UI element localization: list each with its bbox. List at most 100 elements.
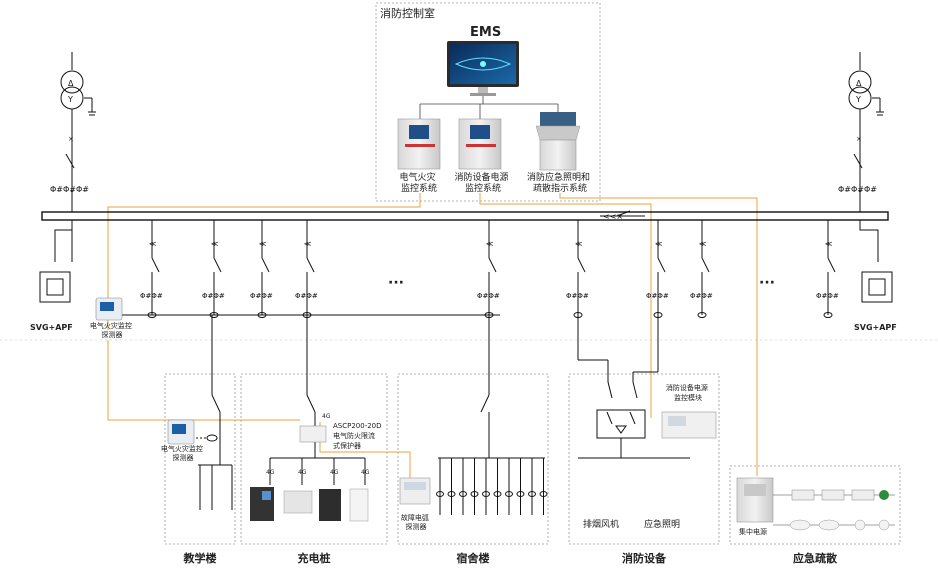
svg-text:消防设备电源 监控模块: 消防设备电源 监控模块 bbox=[666, 383, 710, 402]
emergency-light-1 bbox=[789, 519, 811, 531]
svg-text:消防设备电源 监控系统: 消防设备电源 监控系统 bbox=[455, 171, 512, 194]
right-svg-apf-label: SVG+APF bbox=[854, 323, 897, 332]
ellipsis-2: ··· bbox=[759, 275, 775, 291]
dorm-outlet-ct bbox=[528, 491, 536, 497]
fire-light-label: 应急照明 bbox=[644, 518, 680, 530]
dorm-outlet-ct bbox=[516, 491, 525, 497]
feeder-withdrawable-symbol: ≪ bbox=[486, 240, 493, 248]
feeder-withdrawable-symbol: ≪ bbox=[211, 240, 218, 248]
feeder-withdrawable-symbol: ≪ bbox=[304, 240, 311, 248]
feeder-ct-symbol: Φ#Φ# bbox=[295, 292, 318, 300]
emergency-light-2 bbox=[818, 519, 840, 531]
dorm-outlet-ct bbox=[459, 491, 467, 497]
ascp-line1: ASCP200-20D bbox=[333, 422, 382, 430]
zone-label-fire: 消防设备 bbox=[622, 551, 667, 565]
zone-label-dorm: 宿舍楼 bbox=[457, 551, 490, 565]
left-transformer bbox=[60, 52, 96, 212]
feeder-switch bbox=[701, 257, 710, 273]
feeder-switch bbox=[657, 257, 666, 273]
tie-breaker-symbol: <<× bbox=[603, 212, 623, 221]
control-room-box bbox=[375, 2, 601, 202]
right-ct-symbols: Φ#Φ#Φ# bbox=[838, 185, 877, 194]
svg-text:消防应急照明和 疏散指示系统: 消防应急照明和 疏散指示系统 bbox=[527, 171, 593, 194]
feeder-withdrawable-symbol: ≪ bbox=[575, 240, 582, 248]
ascp-line2: 电气防火限流 bbox=[333, 431, 375, 440]
detector-top-line2: 探测器 bbox=[102, 330, 123, 339]
dorm-outlet-ct bbox=[493, 491, 502, 497]
system-2-line1: 消防设备电源 bbox=[455, 171, 509, 183]
feeder-ct-symbol: Φ#Φ# bbox=[646, 292, 669, 300]
system-3-line1: 消防应急照明和 bbox=[527, 171, 590, 183]
feeder-withdrawable-symbol: ≪ bbox=[699, 240, 706, 248]
svg-text:故障电弧 探测器: 故障电弧 探测器 bbox=[401, 513, 431, 531]
detector-device-top bbox=[95, 297, 123, 321]
feeder-ct-ring bbox=[697, 312, 707, 318]
fire-power-module-device bbox=[661, 411, 717, 439]
exit-sign-2 bbox=[821, 489, 845, 501]
main-bus bbox=[41, 211, 889, 221]
feeder-ct-symbol: Φ#Φ# bbox=[690, 292, 713, 300]
dorm-outlet-ct bbox=[539, 491, 548, 497]
feeder-switch bbox=[577, 257, 586, 273]
feeder-switch bbox=[213, 257, 222, 273]
right-svg-apf bbox=[859, 220, 893, 303]
signal-lines bbox=[107, 193, 758, 478]
feeder-withdrawable-symbol: ≪ bbox=[655, 240, 662, 248]
fire-module-line1: 消防设备电源 bbox=[666, 383, 708, 392]
feeder-switch bbox=[261, 257, 270, 273]
exit-sign-4 bbox=[879, 490, 889, 500]
arc-detector-line2: 探测器 bbox=[406, 522, 427, 531]
feeder-ct-symbol: Φ#Φ# bbox=[140, 292, 163, 300]
svg-text:电气火灾监控 探测器: 电气火灾监控 探测器 bbox=[90, 321, 134, 339]
charger-1 bbox=[250, 487, 274, 521]
feeder-ct-symbol: Φ#Φ# bbox=[250, 292, 273, 300]
system-2-line2: 监控系统 bbox=[465, 182, 501, 194]
dorm-outlet-ct bbox=[505, 491, 513, 497]
dorm-outlet-ct bbox=[482, 491, 490, 497]
charging-4g-1: 4G bbox=[266, 469, 275, 476]
charger-2 bbox=[283, 490, 313, 514]
charging-4g-main: 4G bbox=[322, 413, 331, 420]
charging-4g-3: 4G bbox=[330, 469, 339, 476]
zone-label-teaching: 教学楼 bbox=[183, 551, 217, 565]
charger-3 bbox=[319, 489, 341, 521]
exit-sign-3 bbox=[851, 489, 875, 501]
dorm-outlet-ct bbox=[470, 491, 479, 497]
system-1-line1: 电气火灾 bbox=[400, 171, 436, 183]
charging-4g-4: 4G bbox=[361, 469, 370, 476]
fire-fan-label: 排烟风机 bbox=[583, 518, 619, 530]
feeder-withdrawable-symbol: ≪ bbox=[149, 240, 156, 248]
dorm-outlet-ct bbox=[447, 491, 456, 497]
exit-sign-1 bbox=[791, 489, 815, 501]
emergency-light-4 bbox=[878, 519, 890, 531]
svg-text:×: × bbox=[856, 135, 862, 143]
svg-text:Y: Y bbox=[855, 95, 861, 104]
charger-4 bbox=[349, 488, 369, 522]
central-power-label: 集中电源 bbox=[739, 527, 767, 536]
central-power-cabinet bbox=[736, 477, 774, 523]
ascp-device bbox=[299, 425, 327, 443]
detector-teaching-line2: 探测器 bbox=[173, 453, 194, 462]
zone-label-charging: 充电桩 bbox=[298, 551, 331, 565]
svg-text:电气火灾监控 探测器: 电气火灾监控 探测器 bbox=[161, 444, 205, 462]
right-transformer bbox=[848, 52, 884, 212]
fire-module-line2: 监控模块 bbox=[674, 393, 702, 402]
zone-label-evac: 应急疏散 bbox=[793, 551, 838, 565]
system-3-line2: 疏散指示系统 bbox=[533, 182, 587, 194]
feeder-ct-symbol: Φ#Φ# bbox=[477, 292, 500, 300]
ems-monitor bbox=[447, 41, 519, 96]
ascp-line3: 式保护器 bbox=[333, 441, 361, 450]
arc-detector-line1: 故障电弧 bbox=[401, 513, 429, 522]
charging-4g-2: 4G bbox=[298, 469, 307, 476]
detector-top-line1: 电气火灾监控 bbox=[90, 321, 132, 330]
feeder-branches: ≪Φ#Φ#≪Φ#Φ#≪Φ#Φ#≪Φ#Φ#≪Φ#Φ#≪Φ#Φ#≪Φ#Φ#≪Φ#Φ#… bbox=[140, 220, 839, 318]
feeder-withdrawable-symbol: ≪ bbox=[825, 240, 832, 248]
power-monitor-cabinet bbox=[458, 118, 502, 170]
ems-label: EMS bbox=[470, 25, 501, 40]
svg-text:×: × bbox=[68, 135, 74, 143]
ellipsis-1: ··· bbox=[388, 275, 404, 291]
left-svg-apf-label: SVG+APF bbox=[30, 323, 73, 332]
svg-text:ASCP200-20D 电气防火限流 式保护: ASCP200-20D 电气防火限流 式保护器 bbox=[333, 422, 384, 450]
svg-text:Y: Y bbox=[67, 95, 73, 104]
